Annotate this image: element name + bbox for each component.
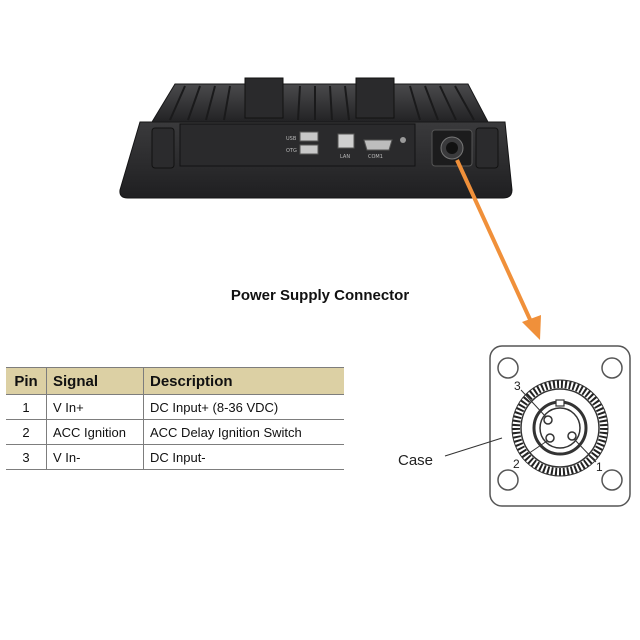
com-port xyxy=(363,139,393,151)
connector-face xyxy=(532,400,588,456)
connector-pinout: 3 2 1 Case xyxy=(398,345,631,507)
power-button xyxy=(400,137,406,143)
usb-ports xyxy=(299,131,319,155)
header-description: Description xyxy=(143,367,344,395)
header-pin: Pin xyxy=(6,367,47,395)
cell-pin: 3 xyxy=(6,444,47,470)
header-signal: Signal xyxy=(46,367,144,395)
lan-label: LAN xyxy=(340,154,350,160)
knurled-ring xyxy=(512,380,608,476)
table-row: 3 V In- DC Input- xyxy=(6,444,344,470)
pin-label-2: 2 xyxy=(513,457,520,471)
mounting-hole xyxy=(497,357,519,379)
mounting-hole xyxy=(601,357,623,379)
device-rear-view: USB OTG LAN COM1 xyxy=(119,77,513,199)
table-header-row: Pin Signal Description xyxy=(6,367,344,395)
table-row: 1 V In+ DC Input+ (8-36 VDC) xyxy=(6,394,344,420)
otg-label: OTG xyxy=(286,148,297,154)
connector-key xyxy=(555,399,565,407)
pin-hole-3 xyxy=(543,415,553,425)
device-power-connector xyxy=(431,129,473,167)
mounting-hole xyxy=(601,469,623,491)
pin-label-3: 3 xyxy=(514,379,521,393)
pin-hole-2 xyxy=(545,433,555,443)
cell-pin: 2 xyxy=(6,419,47,445)
mounting-hole xyxy=(497,469,519,491)
cell-signal: V In- xyxy=(46,444,144,470)
case-label: Case xyxy=(398,452,433,469)
cell-signal: V In+ xyxy=(46,394,144,420)
cell-description: ACC Delay Ignition Switch xyxy=(143,419,344,445)
com-label: COM1 xyxy=(368,154,383,160)
table-row: 2 ACC Ignition ACC Delay Ignition Switch xyxy=(6,419,344,445)
diagram-title: Power Supply Connector xyxy=(230,287,410,304)
heatsink xyxy=(151,77,489,123)
lan-port xyxy=(337,133,355,149)
pin-label-1: 1 xyxy=(596,460,603,474)
cell-description: DC Input- xyxy=(143,444,344,470)
pin-hole-1 xyxy=(567,431,577,441)
io-panel xyxy=(179,123,416,167)
usb-label: USB xyxy=(286,136,297,142)
cell-description: DC Input+ (8-36 VDC) xyxy=(143,394,344,420)
cell-pin: 1 xyxy=(6,394,47,420)
cell-signal: ACC Ignition xyxy=(46,419,144,445)
pin-table: Pin Signal Description 1 V In+ DC Input+… xyxy=(6,367,344,470)
